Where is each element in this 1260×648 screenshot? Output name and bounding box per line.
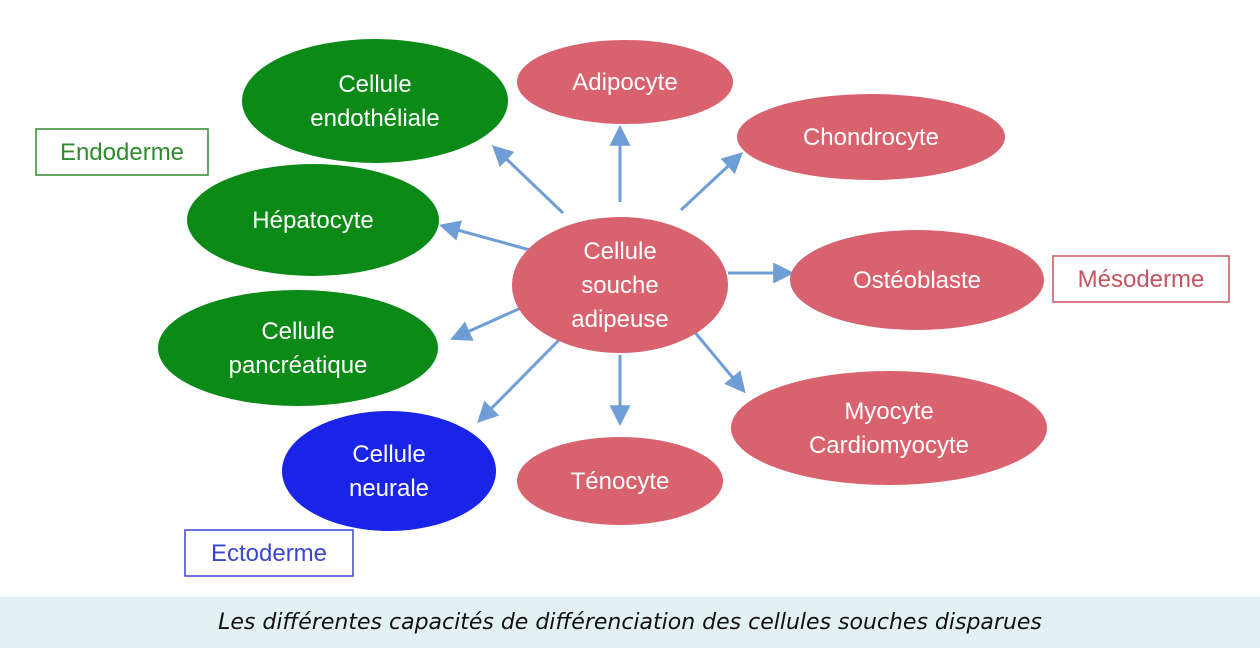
- node-pancreatic: Cellule pancréatique: [158, 290, 438, 406]
- node-hepatocyte-shape: [187, 164, 439, 276]
- node-pancreatic-label: Cellule: [261, 318, 334, 345]
- ectoderm-label-box: [184, 529, 354, 577]
- node-osteoblast: Ostéoblaste: [790, 230, 1044, 330]
- arrow-to-hepatocyte: [438, 220, 531, 252]
- caption-bar: Les différentes capacités de différencia…: [0, 597, 1260, 648]
- node-tenocyte: Ténocyte: [517, 437, 723, 525]
- endoderm-label-box: [35, 128, 209, 176]
- node-pancreatic-shape: [158, 290, 438, 406]
- node-myocyte-label: Myocyte: [844, 398, 933, 425]
- arrow-to-endothelial: [491, 145, 565, 215]
- node-osteoblast-shape: [790, 230, 1044, 330]
- node-neural-label: neurale: [349, 475, 429, 502]
- mesoderm-label: Mésoderme: [1078, 266, 1205, 293]
- node-stem-cell: Cellule souche adipeuse: [512, 217, 728, 353]
- node-tenocyte-label: Ténocyte: [571, 468, 670, 495]
- node-endothelial-label: endothéliale: [310, 105, 439, 132]
- node-adipocyte: Adipocyte: [517, 40, 733, 124]
- endoderm-label: Endoderme: [60, 139, 184, 166]
- node-adipocyte-label: Adipocyte: [572, 69, 677, 96]
- caption: Les différentes capacités de différencia…: [218, 610, 1042, 635]
- node-neural-shape: [282, 411, 496, 531]
- node-stem-cell-shape: [512, 217, 728, 353]
- node-stem-cell-label: adipeuse: [571, 306, 668, 333]
- arrow-to-chondrocyte: [679, 152, 744, 212]
- node-hepatocyte-label: Hépatocyte: [252, 207, 373, 234]
- ectoderm-label: Ectoderme: [211, 540, 327, 567]
- mesoderm-label-box: [1052, 255, 1230, 303]
- node-tenocyte-shape: [517, 437, 723, 525]
- node-osteoblast-label: Ostéoblaste: [853, 267, 981, 294]
- differentiation-diagram: CelluleendothélialeHépatocyteCellulepanc…: [35, 39, 1230, 577]
- node-stem-cell-label: souche: [581, 272, 658, 299]
- arrow-to-myocyte: [691, 329, 746, 394]
- node-endothelial-label: Cellule: [338, 71, 411, 98]
- node-endothelial: Cellule endothéliale: [242, 39, 508, 163]
- node-hepatocyte: Hépatocyte: [187, 164, 439, 276]
- node-neural-label: Cellule: [352, 441, 425, 468]
- node-myocyte-shape: [731, 371, 1047, 485]
- node-myocyte-label: Cardiomyocyte: [809, 432, 969, 459]
- node-neural: Cellule neurale: [282, 411, 496, 531]
- node-stem-cell-label: Cellule: [583, 238, 656, 265]
- node-chondrocyte-shape: [737, 94, 1005, 180]
- node-chondrocyte-label: Chondrocyte: [803, 124, 939, 151]
- node-adipocyte-shape: [517, 40, 733, 124]
- node-pancreatic-label: pancréatique: [229, 352, 368, 379]
- node-chondrocyte: Chondrocyte: [737, 94, 1005, 180]
- arrow-to-neural: [477, 338, 561, 423]
- node-endothelial-shape: [242, 39, 508, 163]
